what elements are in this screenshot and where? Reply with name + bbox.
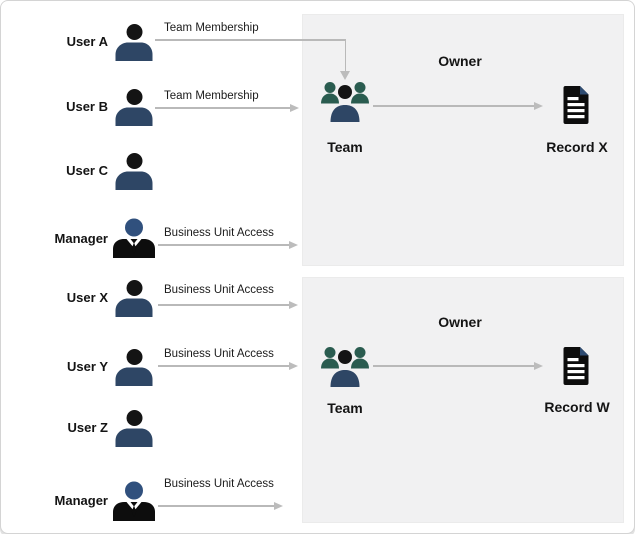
owner-arrow — [373, 105, 534, 107]
record-w-owner-panel — [302, 277, 624, 523]
business-unit-access-label: Business Unit Access — [164, 284, 274, 296]
record-x-owner-panel — [302, 14, 624, 266]
record-icon — [563, 347, 589, 385]
business-unit-access-label: Business Unit Access — [164, 348, 274, 360]
business-unit-access-arrow — [158, 365, 289, 367]
manager-label: Manager — [54, 231, 108, 246]
team-membership-arrow-a-elbow — [344, 39, 346, 72]
user-c-label: User C — [66, 163, 108, 178]
arrowhead-right-icon — [274, 501, 283, 510]
record-x-label: Record X — [546, 139, 608, 155]
arrowhead-right-icon — [534, 101, 543, 110]
record-icon — [563, 86, 589, 124]
business-unit-access-arrow — [158, 505, 274, 507]
business-unit-access-arrow — [158, 244, 289, 246]
record-w-label: Record W — [544, 399, 610, 415]
user-icon — [115, 349, 153, 386]
team-membership-arrow-b — [155, 107, 290, 109]
user-icon — [115, 153, 153, 190]
arrowhead-right-icon — [534, 361, 543, 370]
team-label: Team — [327, 139, 363, 155]
user-z-label: User Z — [67, 420, 108, 435]
team-label: Team — [327, 400, 363, 416]
owner-arrow — [373, 365, 534, 367]
owner-label: Owner — [438, 314, 482, 330]
business-unit-access-arrow — [158, 304, 289, 306]
manager-label: Manager — [54, 493, 108, 508]
user-icon — [115, 24, 153, 61]
user-y-label: User Y — [67, 359, 108, 374]
team-membership-label: Team Membership — [164, 22, 259, 34]
user-icon — [115, 280, 153, 317]
arrowhead-right-icon — [290, 103, 299, 112]
arrowhead-right-icon — [289, 300, 298, 309]
arrowhead-right-icon — [289, 240, 298, 249]
team-membership-label: Team Membership — [164, 90, 259, 102]
user-a-label: User A — [66, 34, 108, 49]
manager-icon — [113, 481, 155, 521]
team-icon — [321, 347, 369, 387]
business-unit-access-label: Business Unit Access — [164, 478, 274, 490]
user-x-label: User X — [66, 290, 108, 305]
team-icon — [321, 82, 369, 122]
owner-label: Owner — [438, 53, 482, 69]
team-membership-arrow-a — [155, 39, 346, 41]
business-unit-access-label: Business Unit Access — [164, 227, 274, 239]
arrowhead-down-icon — [340, 71, 350, 80]
manager-icon — [113, 218, 155, 258]
user-icon — [115, 89, 153, 126]
user-b-label: User B — [66, 99, 108, 114]
user-icon — [115, 410, 153, 447]
arrowhead-right-icon — [289, 361, 298, 370]
